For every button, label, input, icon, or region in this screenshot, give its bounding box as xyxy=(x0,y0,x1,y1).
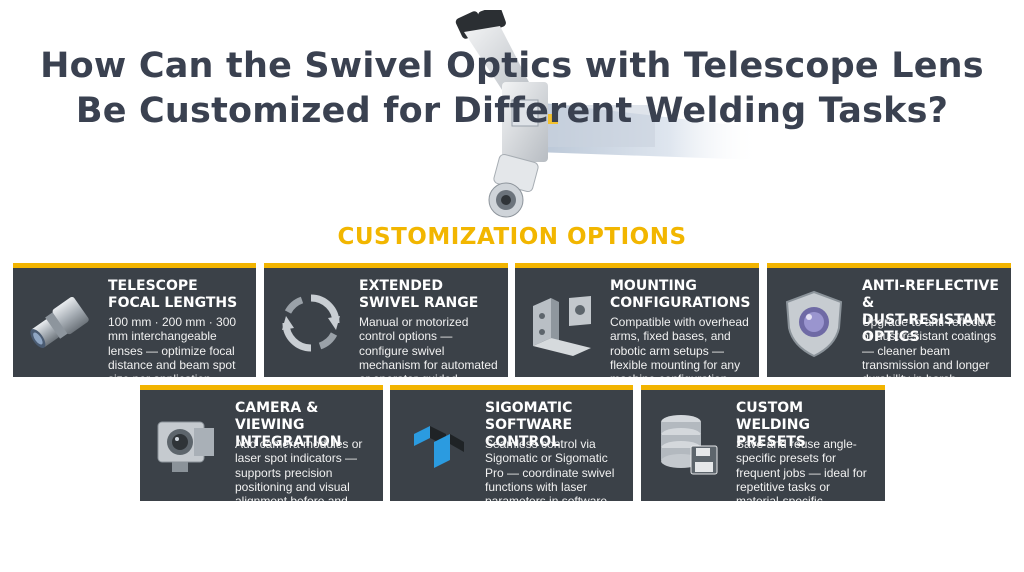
card-title: ANTI-REFLECTIVE & DUST-RESISTANT OPTICS xyxy=(862,278,999,345)
card-title: SIGOMATIC SOFTWARE CONTROL xyxy=(485,400,573,450)
page-title-line-2: Be Customized for Different Welding Task… xyxy=(75,91,949,131)
card-extended-swivel-range: EXTENDED SWIVEL RANGE Manual or motorize… xyxy=(264,263,508,377)
card-camera-viewing-integration: CAMERA & VIEWING INTEGRATION Add camera … xyxy=(140,385,383,501)
card-description: Manual or motorized control options — co… xyxy=(359,315,498,377)
card-description: Compatible with overhead arms, fixed bas… xyxy=(610,315,749,377)
page-title-line-1: How Can the Swivel Optics with Telescope… xyxy=(40,46,984,86)
card-title: MOUNTING CONFIGURATIONS xyxy=(610,278,751,311)
card-title: EXTENDED SWIVEL RANGE xyxy=(359,278,479,311)
card-sigomatic-software-control: SIGOMATIC SOFTWARE CONTROL Seamless cont… xyxy=(390,385,633,501)
card-telescope-focal-lengths: TELESCOPE FOCAL LENGTHS 100 mm · 200 mm … xyxy=(13,263,256,377)
card-title: CAMERA & VIEWING INTEGRATION xyxy=(235,400,342,450)
telescope-lens-icon xyxy=(30,296,89,348)
card-description: Upgrade to anti-reflective or dust-resis… xyxy=(862,315,997,377)
sigomatic-logo-icon xyxy=(414,426,464,468)
swivel-optics-head-illustration xyxy=(455,10,760,218)
card-title: TELESCOPE FOCAL LENGTHS xyxy=(108,278,238,311)
section-heading: CUSTOMIZATION OPTIONS xyxy=(337,224,687,250)
card-anti-reflective-optics: ANTI-REFLECTIVE & DUST-RESISTANT OPTICS … xyxy=(767,263,1011,377)
card-description: Seamless control via Sigomatic or Sigoma… xyxy=(485,437,615,501)
card-description: Add camera modules or laser spot indicat… xyxy=(235,437,363,501)
shield-lens-icon xyxy=(785,290,843,358)
card-mounting-configurations: MOUNTING CONFIGURATIONS Compatible with … xyxy=(515,263,759,377)
database-save-icon xyxy=(661,415,718,475)
card-title: CUSTOM WELDING PRESETS xyxy=(736,400,810,450)
rotation-arrows-icon xyxy=(282,294,340,352)
mounting-bracket-icon xyxy=(533,296,591,356)
card-description: 100 mm · 200 mm · 300 mm interchangeable… xyxy=(108,315,237,377)
camera-module-icon xyxy=(157,421,214,472)
card-custom-welding-presets: CUSTOM WELDING PRESETS Save and reuse an… xyxy=(641,385,885,501)
card-description: Save and reuse angle-specific presets fo… xyxy=(736,437,867,501)
